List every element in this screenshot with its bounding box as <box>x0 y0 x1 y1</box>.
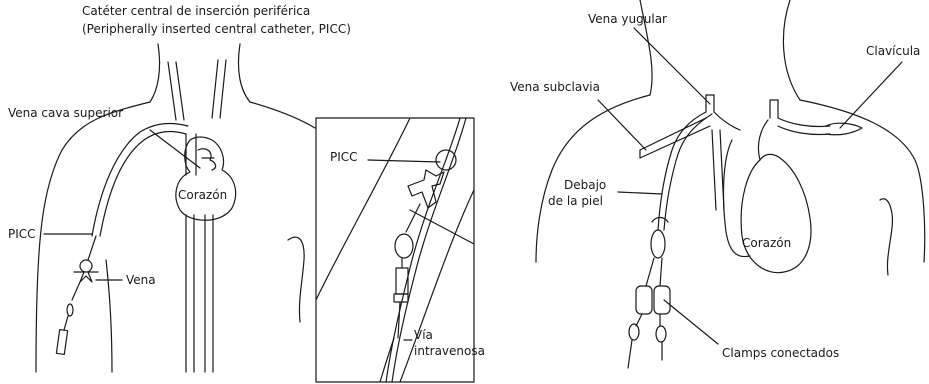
label-picc-inset: PICC <box>330 150 358 165</box>
label-corazon-right: Corazón <box>742 236 791 251</box>
right-vessels <box>640 95 862 210</box>
right-leader-lines <box>598 28 902 344</box>
label-vena-cava-superior: Vena cava superior <box>8 106 123 121</box>
label-debajo-line2: de la piel <box>548 194 603 209</box>
label-vena: Vena <box>126 273 156 288</box>
inset-leader-lines <box>368 160 440 340</box>
label-vena-subclavia: Vena subclavia <box>510 80 600 95</box>
label-vena-yugular: Vena yugular <box>588 12 667 27</box>
right-heart <box>724 140 811 273</box>
label-picc-left: PICC <box>8 227 36 242</box>
label-via-line2: intravenosa <box>414 344 485 359</box>
picc-title-line1: Catéter central de inserción periférica <box>82 4 310 19</box>
right-body-outline <box>536 0 925 275</box>
left-picc-line <box>56 236 98 354</box>
label-debajo-line1: Debajo <box>564 178 606 193</box>
label-via-line1: Vía <box>414 328 433 343</box>
left-heart <box>176 137 236 220</box>
label-corazon-left: Corazón <box>178 188 227 203</box>
label-clamps: Clamps conectados <box>722 346 839 361</box>
label-clavicula: Clavícula <box>866 44 920 59</box>
left-body-outline <box>36 44 315 372</box>
picc-title-line2: (Peripherally inserted central catheter,… <box>82 22 351 37</box>
